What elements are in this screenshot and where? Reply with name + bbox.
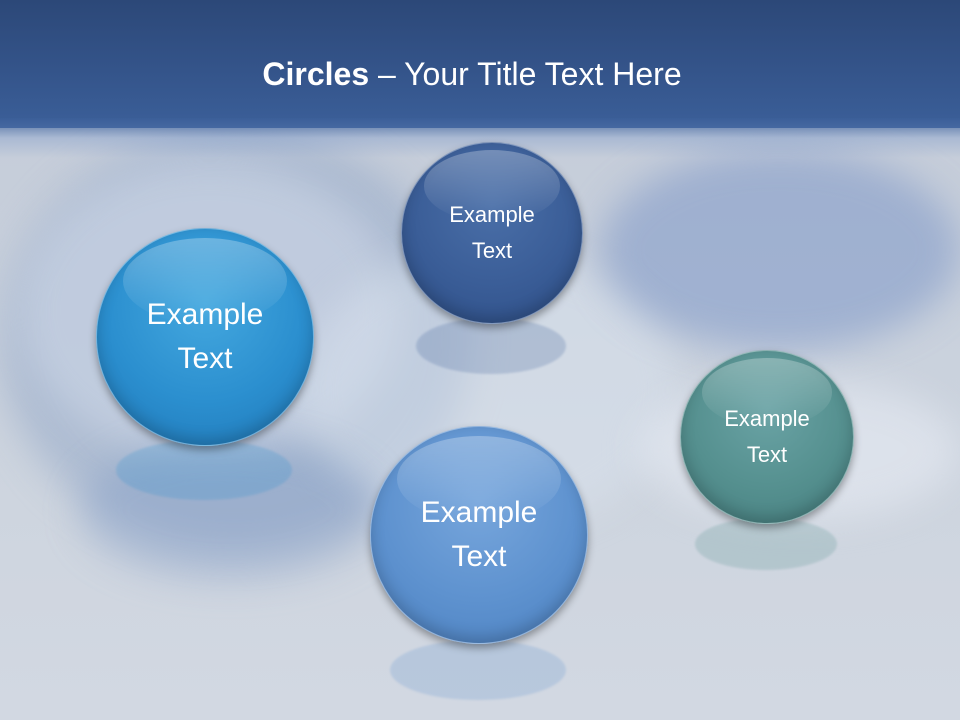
circle-reflection (695, 518, 837, 570)
circle-reflection (116, 440, 292, 500)
slide-title[interactable]: Circles – Your Title Text Here (0, 52, 944, 96)
example-circle-2[interactable]: Example Text (401, 142, 583, 324)
slide-title-rest: – Your Title Text Here (369, 56, 682, 92)
circle-label: Example Text (449, 202, 535, 263)
example-circle-3[interactable]: Example Text (370, 426, 588, 644)
example-circle-4[interactable]: Example Text (680, 350, 854, 524)
circle-label: Example Text (420, 496, 538, 573)
example-circle-1[interactable]: Example Text (96, 228, 314, 446)
circle-label: Example Text (146, 298, 264, 375)
circle-reflection (390, 640, 566, 700)
circle-label: Example Text (724, 406, 810, 467)
title-bar (0, 0, 960, 128)
circle-reflection (416, 318, 566, 374)
slide-title-bold: Circles (262, 56, 370, 92)
